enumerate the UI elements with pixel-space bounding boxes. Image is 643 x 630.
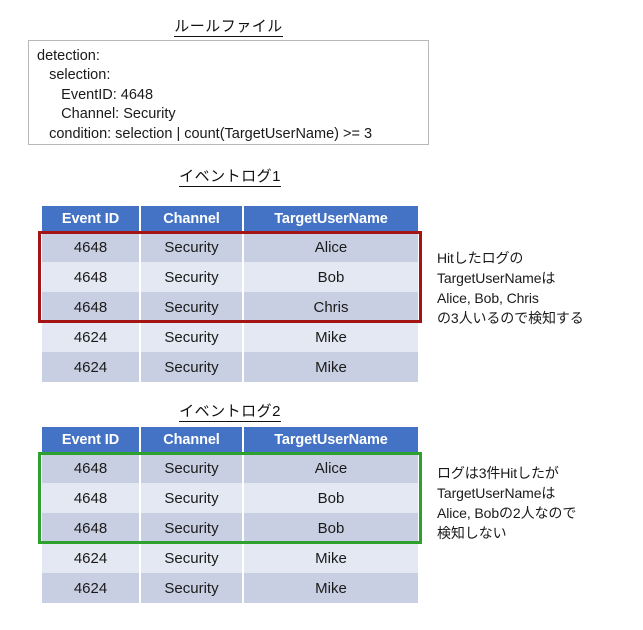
cell-channel: Security <box>139 573 244 603</box>
table-row: 4624 Security Mike <box>42 573 418 603</box>
cell-channel: Security <box>139 232 244 262</box>
column-header-channel: Channel <box>139 427 244 453</box>
cell-targetusername: Bob <box>242 483 418 513</box>
cell-event-id: 4648 <box>42 262 141 292</box>
event-log-2-title-text: イベントログ2 <box>179 403 281 422</box>
cell-targetusername: Chris <box>242 292 418 322</box>
column-header-targetusername: TargetUserName <box>242 206 418 232</box>
cell-channel: Security <box>139 513 244 543</box>
cell-event-id: 4624 <box>42 322 141 352</box>
event-log-1-table: Event ID Channel TargetUserName 4648 Sec… <box>42 206 418 382</box>
cell-targetusername: Alice <box>242 232 418 262</box>
column-header-event-id: Event ID <box>42 427 141 453</box>
table-row: 4648 Security Bob <box>42 483 418 513</box>
cell-targetusername: Mike <box>242 352 418 382</box>
cell-event-id: 4624 <box>42 573 141 603</box>
table-row: 4648 Security Bob <box>42 513 418 543</box>
cell-channel: Security <box>139 322 244 352</box>
cell-event-id: 4648 <box>42 453 141 483</box>
cell-event-id: 4624 <box>42 352 141 382</box>
cell-targetusername: Mike <box>242 322 418 352</box>
event-log-1-title-text: イベントログ1 <box>179 168 281 187</box>
cell-event-id: 4648 <box>42 513 141 543</box>
table-row: 4648 Security Bob <box>42 262 418 292</box>
column-header-targetusername: TargetUserName <box>242 427 418 453</box>
cell-channel: Security <box>139 543 244 573</box>
cell-targetusername: Bob <box>242 262 418 292</box>
cell-event-id: 4648 <box>42 232 141 262</box>
cell-targetusername: Bob <box>242 513 418 543</box>
cell-event-id: 4648 <box>42 483 141 513</box>
cell-targetusername: Mike <box>242 543 418 573</box>
cell-channel: Security <box>139 262 244 292</box>
cell-event-id: 4648 <box>42 292 141 322</box>
table-row: 4624 Security Mike <box>42 543 418 573</box>
cell-channel: Security <box>139 352 244 382</box>
rule-file-box: detection: selection: EventID: 4648 Chan… <box>28 40 429 145</box>
cell-channel: Security <box>139 483 244 513</box>
column-header-channel: Channel <box>139 206 244 232</box>
table-row: 4624 Security Mike <box>42 352 418 382</box>
event-log-2-table: Event ID Channel TargetUserName 4648 Sec… <box>42 427 418 603</box>
table-header-row: Event ID Channel TargetUserName <box>42 427 418 453</box>
rule-file-title: ルールファイル <box>28 18 429 37</box>
table-row: 4624 Security Mike <box>42 322 418 352</box>
event-log-1-title: イベントログ1 <box>42 168 418 187</box>
event-log-1-annotation: Hitしたログの TargetUserNameは Alice, Bob, Chr… <box>437 250 584 326</box>
cell-channel: Security <box>139 453 244 483</box>
cell-channel: Security <box>139 292 244 322</box>
event-log-2-annotation: ログは3件Hitしたが TargetUserNameは Alice, Bobの2… <box>437 465 577 541</box>
cell-targetusername: Mike <box>242 573 418 603</box>
cell-targetusername: Alice <box>242 453 418 483</box>
table-row: 4648 Security Alice <box>42 232 418 262</box>
cell-event-id: 4624 <box>42 543 141 573</box>
rule-file-content: detection: selection: EventID: 4648 Chan… <box>37 48 373 142</box>
event-log-2-title: イベントログ2 <box>42 403 418 422</box>
table-row: 4648 Security Chris <box>42 292 418 322</box>
table-header-row: Event ID Channel TargetUserName <box>42 206 418 232</box>
table-row: 4648 Security Alice <box>42 453 418 483</box>
rule-file-title-text: ルールファイル <box>174 18 283 37</box>
column-header-event-id: Event ID <box>42 206 141 232</box>
